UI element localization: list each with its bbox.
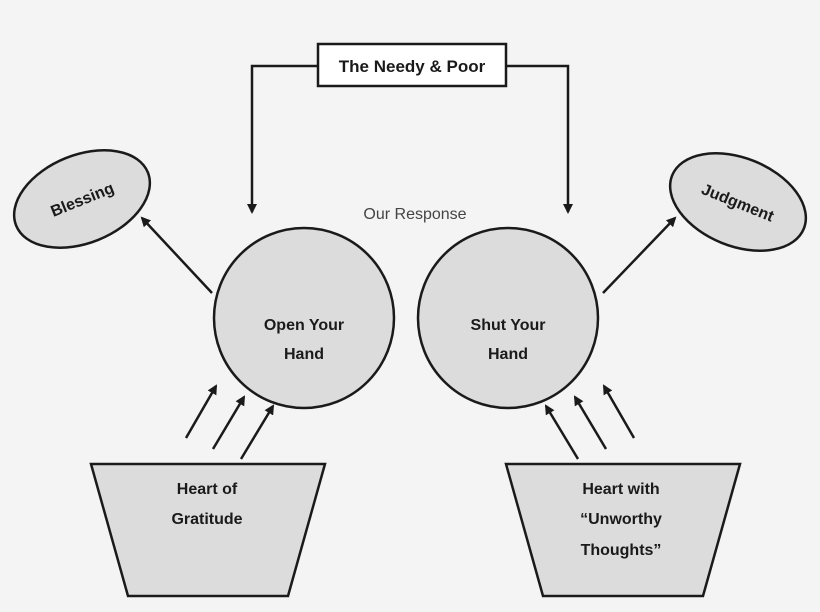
judgment-oval-group: Judgment [668, 152, 808, 252]
heart-unworthy-line1: Heart with [582, 481, 659, 498]
right-heart-arrow-3 [602, 384, 636, 439]
left-heart-arrow-1 [184, 384, 218, 439]
needy-poor-label: The Needy & Poor [339, 57, 486, 76]
open-hand-label-line1: Open Your [264, 317, 344, 334]
blessing-oval-group: Blessing [12, 149, 152, 249]
left-heart-arrow-2 [211, 395, 246, 450]
blessing-oval [12, 149, 152, 249]
shut-hand-circle [416, 226, 600, 410]
heart-unworthy-thoughts-shape [504, 462, 742, 598]
judgment-oval [668, 152, 808, 252]
right-heart-arrow-2 [573, 395, 608, 450]
shut-hand-label-line2: Hand [488, 346, 528, 363]
heart-unworthy-line3: Thoughts” [581, 542, 662, 559]
open-hand-circle [212, 226, 396, 410]
heart-of-gratitude-shape [89, 462, 327, 598]
open-hand-label-line2: Hand [284, 346, 324, 363]
needy-poor-box [316, 42, 508, 88]
arrow-to-judgment [602, 216, 677, 294]
heart-gratitude-line1: Heart of [177, 481, 238, 498]
left-heart-arrow-3 [239, 404, 275, 460]
shut-hand-label-line1: Shut Your [471, 317, 546, 334]
our-response-label: Our Response [363, 206, 466, 223]
connector-to-shut-hand [506, 64, 573, 214]
right-heart-arrow-1 [544, 404, 580, 460]
heart-unworthy-line2: “Unworthy [580, 511, 662, 528]
arrow-to-blessing [140, 216, 213, 294]
connector-to-open-hand [247, 64, 318, 214]
heart-gratitude-line2: Gratitude [171, 511, 242, 528]
